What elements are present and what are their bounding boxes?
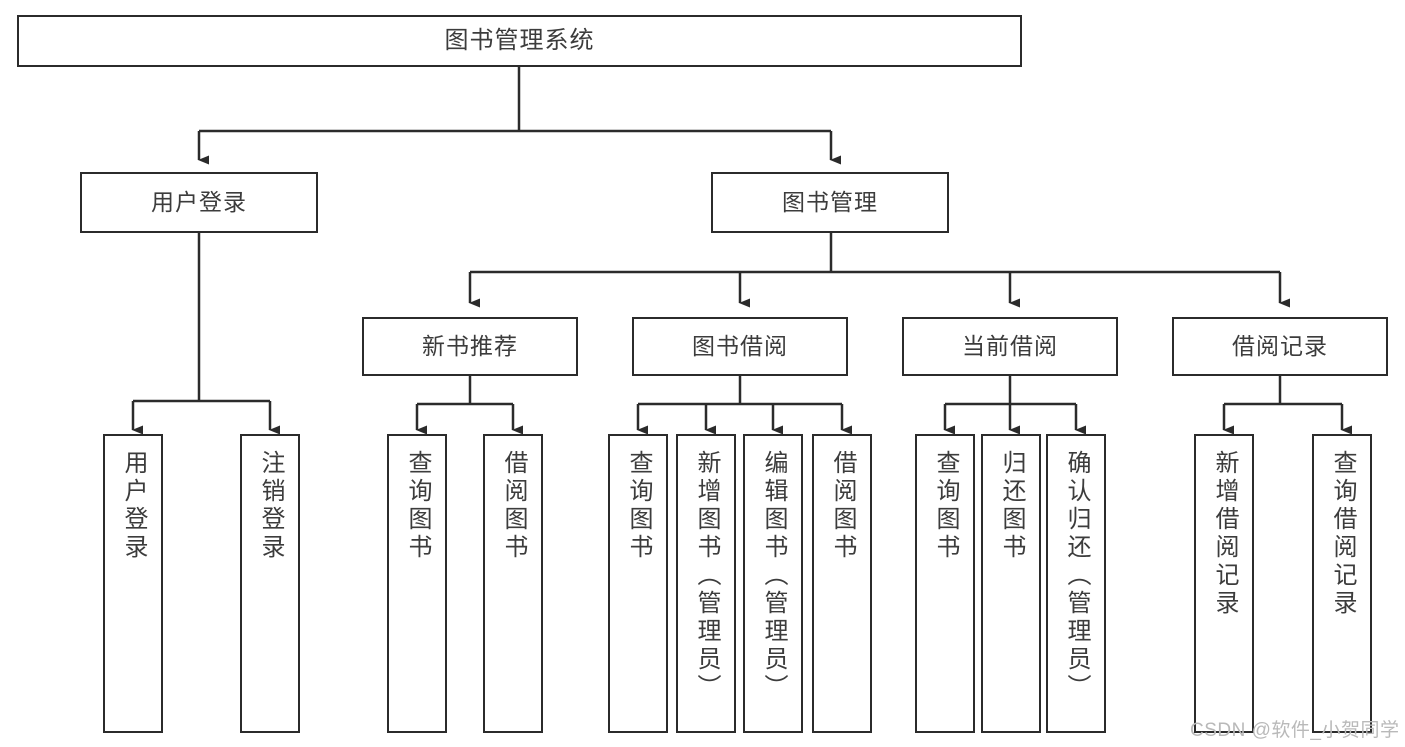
leaf-borrow-edit-book[interactable]: 编辑图书（管理员）	[743, 434, 803, 733]
node-label: 查询图书	[625, 450, 652, 562]
node-label: 用户登录	[120, 450, 147, 562]
node-new-book-recommend[interactable]: 新书推荐	[362, 317, 578, 376]
node-label: 新增借阅记录	[1211, 450, 1238, 618]
leaf-current-query-book[interactable]: 查询图书	[915, 434, 975, 733]
leaf-borrow-add-book[interactable]: 新增图书（管理员）	[676, 434, 736, 733]
node-label: 新书推荐	[422, 333, 518, 360]
node-label: 查询借阅记录	[1329, 450, 1356, 618]
node-label: 注销登录	[257, 450, 284, 562]
node-label: 编辑图书（管理员）	[760, 450, 787, 702]
node-label: 图书管理	[782, 189, 878, 216]
leaf-record-query-record[interactable]: 查询借阅记录	[1312, 434, 1372, 733]
node-label: 新增图书（管理员）	[693, 450, 720, 702]
node-label: 确认归还（管理员）	[1063, 450, 1090, 702]
node-label: 归还图书	[998, 450, 1025, 562]
node-label: 查询图书	[404, 450, 431, 562]
leaf-user-login-logout[interactable]: 注销登录	[240, 434, 300, 733]
csdn-watermark: CSDN @软件_小贺同学	[1190, 720, 1400, 741]
node-user-login[interactable]: 用户登录	[80, 172, 318, 233]
node-label: 用户登录	[151, 189, 247, 216]
leaf-record-add-record[interactable]: 新增借阅记录	[1194, 434, 1254, 733]
leaf-borrow-borrow-book[interactable]: 借阅图书	[812, 434, 872, 733]
node-root-system[interactable]: 图书管理系统	[17, 15, 1022, 67]
node-current-borrow[interactable]: 当前借阅	[902, 317, 1118, 376]
node-borrow-record[interactable]: 借阅记录	[1172, 317, 1388, 376]
leaf-recommend-query-book[interactable]: 查询图书	[387, 434, 447, 733]
node-label: 借阅记录	[1232, 333, 1328, 360]
node-book-borrow[interactable]: 图书借阅	[632, 317, 848, 376]
node-book-management[interactable]: 图书管理	[711, 172, 949, 233]
node-label: 借阅图书	[829, 450, 856, 562]
node-label: 图书管理系统	[444, 27, 595, 54]
node-label: 借阅图书	[500, 450, 527, 562]
leaf-borrow-query-book[interactable]: 查询图书	[608, 434, 668, 733]
node-label: 当前借阅	[962, 333, 1058, 360]
node-label: 图书借阅	[692, 333, 788, 360]
leaf-recommend-borrow-book[interactable]: 借阅图书	[483, 434, 543, 733]
leaf-current-return-book[interactable]: 归还图书	[981, 434, 1041, 733]
leaf-user-login-login[interactable]: 用户登录	[103, 434, 163, 733]
leaf-current-confirm-return[interactable]: 确认归还（管理员）	[1046, 434, 1106, 733]
node-label: 查询图书	[932, 450, 959, 562]
